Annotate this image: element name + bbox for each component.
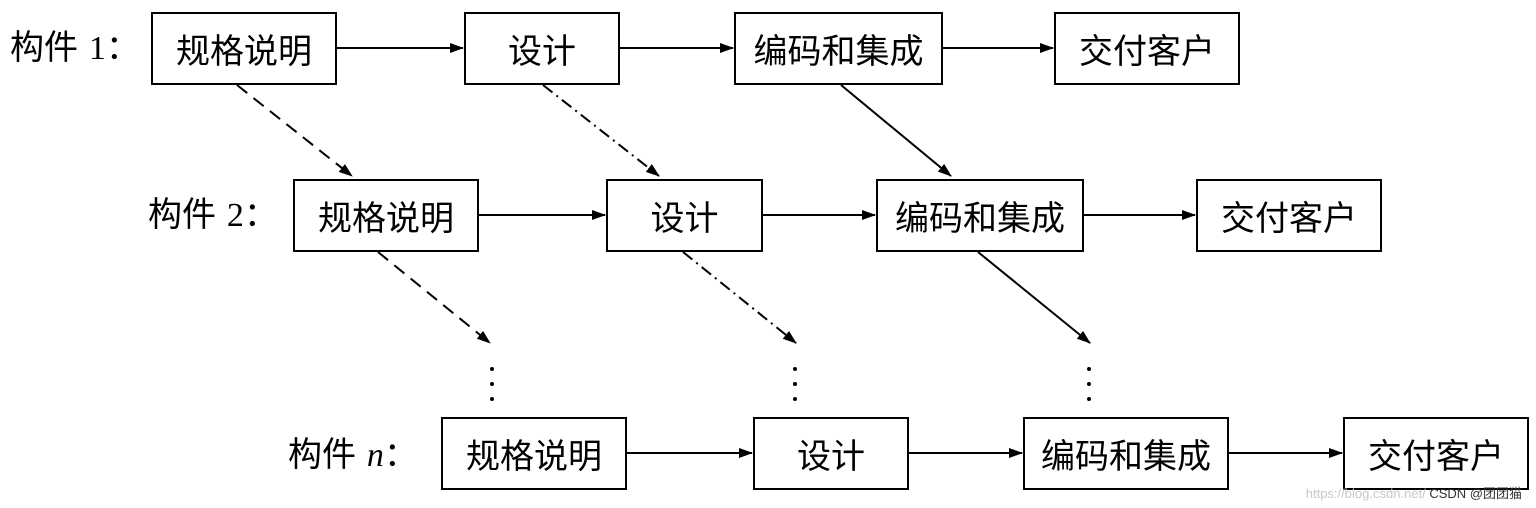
cn-stage-design: 设计: [753, 417, 909, 490]
c2-stage-delivery: 交付客户: [1196, 179, 1382, 252]
component-label-suffix: ：: [383, 435, 418, 475]
arrow-c2-coding-to-cn-coding: [977, 251, 1091, 344]
arrow-c2-spec-to-cn-spec: [377, 251, 491, 344]
component-label-suffix: ：: [105, 28, 140, 68]
c1-stage-design: 设计: [464, 12, 620, 85]
c2-stage-spec: 规格说明: [293, 179, 479, 252]
arrow-c2-design-to-cn-design: [682, 251, 797, 344]
vertical-ellipsis-design: [793, 367, 799, 412]
component-label-index: n: [366, 437, 384, 474]
cn-stage-delivery: 交付客户: [1343, 417, 1529, 490]
c1-stage-delivery: 交付客户: [1054, 12, 1240, 85]
watermark-brand: CSDN @团团猫: [1429, 486, 1522, 501]
vertical-ellipsis-coding: [1087, 367, 1093, 412]
c2-stage-coding: 编码和集成: [876, 179, 1084, 252]
component-label-index: 1: [88, 30, 106, 67]
component-label-suffix: ：: [243, 195, 278, 235]
component-label-1: 构件 1：: [10, 31, 140, 66]
cn-stage-coding: 编码和集成: [1023, 417, 1229, 490]
cn-stage-spec: 规格说明: [441, 417, 627, 490]
c2-stage-design: 设计: [606, 179, 763, 252]
component-label-n: 构件 n：: [288, 438, 418, 473]
arrow-c1-design-to-c2-design: [542, 84, 660, 177]
watermark: https://blog.csdn.net/ CSDN @团团猫: [1306, 483, 1522, 502]
component-label-prefix: 构件: [288, 435, 356, 475]
c1-stage-coding: 编码和集成: [734, 12, 943, 85]
component-label-index: 2: [226, 197, 244, 234]
vertical-ellipsis-spec: [490, 367, 496, 412]
arrow-c1-spec-to-c2-spec: [236, 84, 353, 177]
component-label-prefix: 构件: [10, 28, 78, 68]
arrow-c1-coding-to-c2-coding: [840, 84, 952, 177]
component-label-2: 构件 2：: [148, 198, 278, 233]
watermark-url: https://blog.csdn.net/: [1305, 486, 1426, 501]
c1-stage-spec: 规格说明: [151, 12, 337, 85]
component-label-prefix: 构件: [148, 195, 216, 235]
